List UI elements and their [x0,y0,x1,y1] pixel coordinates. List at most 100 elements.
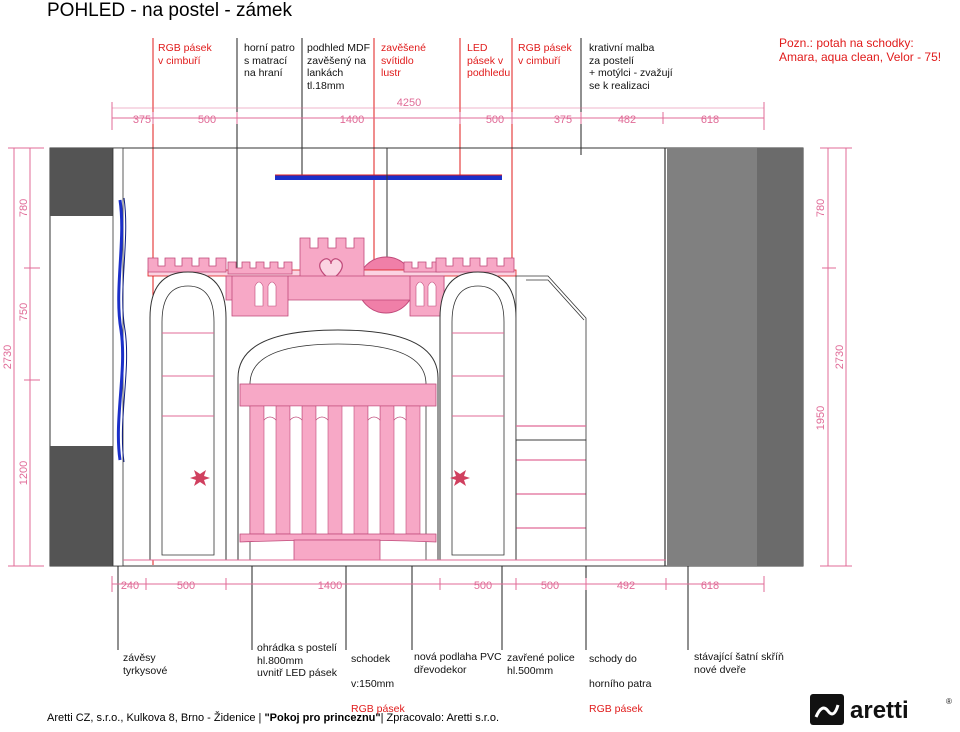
fence-post-6 [379,405,395,535]
page-title: POHLED - na postel - zámek [47,0,292,21]
fence-gap-1 [263,405,277,421]
right-dimension-texts: 780 1950 2730 [815,199,846,430]
butterfly-right-icon [450,470,470,486]
left-dim-total: 2730 [2,345,14,369]
top-dim-2: 1400 [340,114,364,126]
turret-window-3 [415,281,425,307]
top-label-rgb-left: RGB pásek v cimbuří [158,42,212,67]
staircase [515,275,587,441]
stair-steps [516,425,586,529]
top-dim-0: 375 [133,114,151,126]
bottom-label-stairs-line-2: horního patra [589,677,652,690]
wardrobe-door-left [667,148,757,566]
stair-handrail [526,279,585,321]
top-dimension-line [111,102,765,130]
battlement-right [435,257,515,273]
curtain-blue-shade [121,197,128,463]
top-dim-5: 482 [618,114,636,126]
bottom-dim-2: 1400 [318,580,342,592]
fence-post-1 [249,405,265,535]
note-label: Pozn.: potah na schodky: [779,36,914,50]
top-label-chandelier: zavěšené svítidlo lustr [381,42,426,79]
fence-post-3 [301,405,317,535]
top-dim-3: 500 [486,114,504,126]
turret-window-1 [254,281,264,307]
left-dimension-texts: 2730 780 750 1200 [2,199,30,485]
top-label-led-strip: LED pásek v podhledu [467,42,511,79]
bottom-label-curtains: závěsy tyrkysové [123,652,168,677]
turret-window-4 [427,281,437,307]
bottom-dim-5: 492 [617,580,635,592]
bottom-label-step: schodek v:150mm RGB pásek [351,640,405,728]
left-wall-lower [50,446,113,566]
bottom-dimension-line [111,576,765,592]
curtain-blue [116,199,125,461]
left-wall-upper [50,148,113,216]
svg-text:®: ® [946,697,952,706]
right-dimension-lines [820,147,852,567]
fence-post-4 [327,405,343,535]
closed-shelves [515,439,587,561]
bottom-label-floor: nová podlaha PVC dřevodekor [414,651,502,676]
footer: Aretti CZ, s.r.o., Kulkova 8, Brno - Žid… [47,712,499,724]
footer-suffix: | Zpracovalo: Aretti s.r.o. [380,712,500,724]
right-dim-1: 1950 [815,406,827,430]
right-dim-total: 2730 [834,345,846,369]
mdf-ceiling-led [275,175,502,180]
top-dim-6: 618 [701,114,719,126]
left-tower-inner [161,285,215,556]
aretti-logo-icon: aretti ® [810,694,952,725]
bottom-dim-4: 500 [541,580,559,592]
wardrobe-door-right [757,148,803,566]
logo-text: aretti [850,697,909,724]
fence-gap-4 [367,405,381,421]
top-dim-4: 375 [554,114,572,126]
left-dim-2: 1200 [18,461,30,485]
footer-prefix: Aretti CZ, s.r.o., Kulkova 8, Brno - Žid… [47,712,265,724]
bottom-label-step-line-1: schodek [351,652,391,665]
bed-fence-top [239,383,437,407]
butterfly-left-icon [190,470,210,486]
bottom-dim-3: 500 [474,580,492,592]
bottom-dim-0: 240 [121,580,139,592]
bed-arch [237,329,439,560]
battlement-mid-right [403,261,441,273]
left-tower-shelves [162,332,214,417]
fence-post-2 [275,405,291,535]
left-dim-1: 750 [18,303,30,321]
upper-turret-right [409,275,445,317]
battlements [147,257,515,275]
fence-gap-5 [393,405,407,421]
bottom-label-stairs-line-1: schody do [589,652,637,665]
fence-post-5 [353,405,369,535]
top-leader-lines-black [236,38,582,275]
fence-gap-3 [315,405,329,421]
fence-gap-2 [289,405,303,421]
top-label-rgb-right: RGB pásek v cimbuří [518,42,572,67]
bottom-label-stairs: schody do horního patra RGB pásek [589,640,651,728]
bottom-label-stairs-line-3: RGB pásek [589,702,643,715]
bed-fence-posts [249,405,421,535]
top-label-painting: krativní malba za postelí + motýlci - zv… [589,42,673,92]
bed-step [293,539,381,561]
bed-fence-gaps [263,405,407,421]
note-text: Amara, aqua clean, Velor - 75! [779,50,942,64]
top-dim-overall: 4250 [397,97,421,109]
right-dim-0: 780 [815,199,827,217]
bottom-dim-1: 500 [177,580,195,592]
bottom-label-bed-fence: ohrádka s postelí hl.800mm uvnitř LED pá… [257,642,337,679]
aretti-logo: aretti ® [808,692,960,727]
bottom-dim-6: 618 [701,580,719,592]
top-dimension-texts: 4250 375 500 1400 500 375 482 618 [133,97,719,126]
right-tower-shelves [452,332,504,417]
top-label-mdf-ceiling: podhled MDF zavěšený na lankách tl.18mm [307,42,371,92]
right-tower-inner [451,285,505,556]
heart-icon [319,258,343,281]
bottom-label-step-line-2: v:150mm [351,677,395,690]
bottom-leader-lines [117,566,689,650]
left-dim-0: 780 [18,199,30,217]
bottom-label-wardrobe: stávající šatní skříň nové dveře [694,651,784,676]
bottom-label-shelves: zavřené police hl.500mm [507,652,575,677]
fence-post-7 [405,405,421,535]
